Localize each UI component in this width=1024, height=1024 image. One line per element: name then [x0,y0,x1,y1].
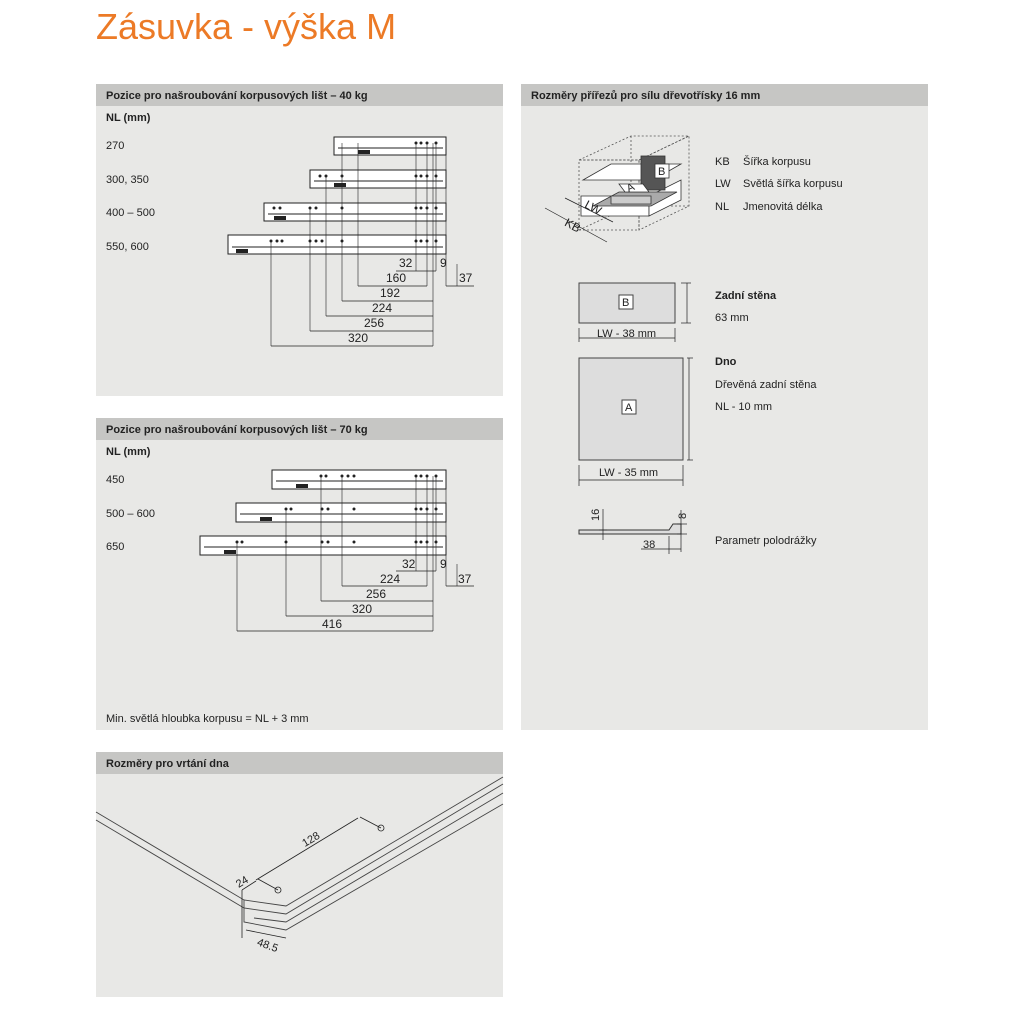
nl-row: 300, 350 [106,174,149,186]
bottom-title: Dno [715,356,737,368]
nl-row: 500 – 600 [106,508,155,520]
dim-label: 192 [380,286,400,300]
runner-diagram-40kg: 32 9 160 37 192 224 256 320 [227,136,474,347]
dim-label: 224 [372,301,392,315]
dim-label: 9 [440,557,447,571]
drill-dim-48-5: 48.5 [255,936,279,955]
back-wall-letter: B [622,297,629,309]
groove-dim-16: 16 [590,509,602,521]
back-wall-dim: LW - 38 mm [597,328,656,340]
bottom-value: NL - 10 mm [715,401,773,413]
legend-abbr: LW [715,178,731,190]
bottom-desc: Dřevěná zadní stěna [715,379,817,391]
groove-dim-8: 8 [677,513,689,519]
panel-drill-header: Rozměry pro vrtání dna [96,752,503,774]
nl-row: 550, 600 [106,241,149,253]
nl-label: NL (mm) [106,446,151,458]
runner-diagram-70kg: 32 9 224 37 256 320 416 [199,469,474,632]
bottom-dim: LW - 35 mm [599,467,658,479]
iso-label-b: B [658,166,665,178]
iso-label-kb: KB [562,215,583,235]
drill-dim-128: 128 [300,830,322,850]
dim-label: 416 [322,617,342,631]
panel-70kg: Pozice pro našroubování korpusových lišt… [96,418,503,730]
panel-cut-dimensions: Rozměry přířezů pro sílu dřevotřísky 16 … [521,84,928,730]
footnote: Min. světlá hloubka korpusu = NL + 3 mm [106,713,309,725]
back-wall-title: Zadní stěna [715,290,777,302]
legend-text: Světlá šířka korpusu [743,178,843,190]
legend-text: Šířka korpusu [743,156,811,168]
legend-abbr: NL [715,201,730,213]
nl-row: 450 [106,474,125,486]
drawer-parts-icon [580,155,683,217]
page-title: Zásuvka - výška M [96,6,397,47]
nl-row: 650 [106,541,125,553]
panel-cut-header: Rozměry přířezů pro sílu dřevotřísky 16 … [521,84,928,106]
drill-dim-24: 24 [234,874,251,891]
dim-label: 224 [380,572,400,586]
dim-label: 160 [386,271,406,285]
dim-label: 256 [366,587,386,601]
groove-dim-38: 38 [643,539,655,551]
bottom-letter: A [625,402,633,414]
cut-diagrams: A B LW KB B LW - 38 mm A LW - 35 mm [544,135,693,554]
back-wall-value: 63 mm [715,312,749,324]
dim-label: 320 [352,602,372,616]
dim-label: 320 [348,331,368,345]
dim-label: 9 [440,256,447,270]
nl-row: 400 – 500 [106,207,155,219]
groove-profile-icon [578,523,682,535]
nl-label: NL (mm) [106,112,151,124]
nl-row: 270 [106,140,125,152]
drilling-diagram: 128 24 48.5 [95,776,504,955]
panel-40kg-header: Pozice pro našroubování korpusových lišt… [96,84,503,106]
panel-70kg-header: Pozice pro našroubování korpusových lišt… [96,418,503,440]
dim-label: 37 [458,572,472,586]
dim-label: 256 [364,316,384,330]
legend-text: Jmenovitá délka [743,201,823,213]
panel-drilling: Rozměry pro vrtání dna 128 24 48.5 [95,752,504,997]
dim-label: 37 [459,271,473,285]
dim-label: 32 [402,557,416,571]
panel-40kg: Pozice pro našroubování korpusových lišt… [96,84,503,396]
groove-label: Parametr polodrážky [715,535,817,547]
legend-abbr: KB [715,156,730,168]
dim-label: 32 [399,256,413,270]
